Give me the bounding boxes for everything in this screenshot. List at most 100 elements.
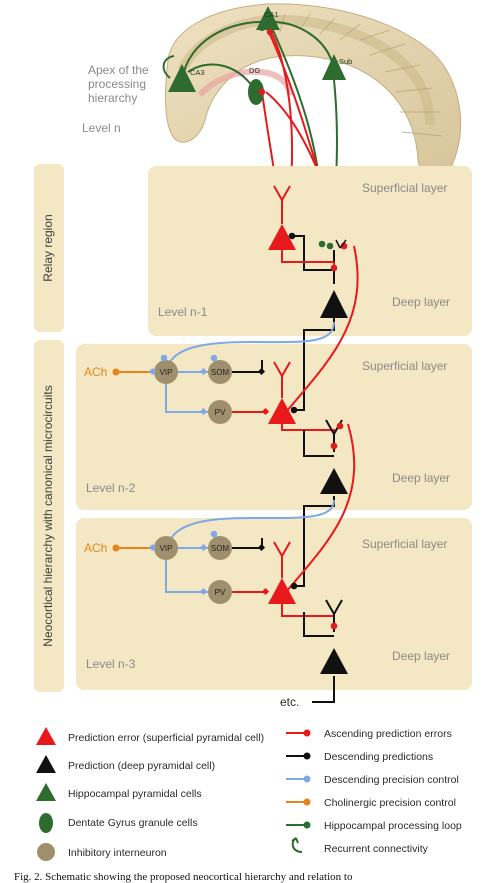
neocortical-side-label: Neocortical hierarchy with canonical mic… xyxy=(41,385,55,646)
n3-red-dot-deep xyxy=(330,622,338,630)
n2-blue-diamond-pv xyxy=(199,407,208,416)
apex-label: Apex of the processing hierarchy xyxy=(88,63,152,105)
n3-ach-dot xyxy=(112,544,120,552)
n3-som-label: SOM xyxy=(211,544,230,553)
level-n2-deep: Deep layer xyxy=(392,471,450,485)
legend-green-dot-icon xyxy=(303,821,311,829)
level-n1-name: Level n-1 xyxy=(158,305,208,319)
legend-right-label-4: Hippocampal processing loop xyxy=(324,820,462,832)
n3-blue-dot-som xyxy=(210,530,218,538)
n2-red-ascending xyxy=(285,245,359,413)
n3-vip-label: VIP xyxy=(160,544,173,553)
level-n3-superficial: Superficial layer xyxy=(362,537,447,551)
level-n1-superficial: Superficial layer xyxy=(362,181,447,195)
n1-blue-down xyxy=(169,321,335,363)
n2-black-diamond xyxy=(257,367,266,376)
legend-left-label-1: Prediction (deep pyramidal cell) xyxy=(68,760,215,772)
ca1-red-dot xyxy=(266,28,274,36)
n2-superficial-pyramidal xyxy=(268,398,296,424)
legend-red-dot-icon xyxy=(303,729,311,737)
figure-caption: Fig. 2. Schematic showing the proposed n… xyxy=(14,871,353,883)
n3-black-etc xyxy=(312,676,335,703)
legend-left-label-4: Inhibitory interneuron xyxy=(68,847,167,859)
apex-line-1: Apex of the xyxy=(88,63,149,77)
level-n1-deep: Deep layer xyxy=(392,295,450,309)
ca3-pyramidal-cell xyxy=(168,64,196,92)
legend-right-label-3: Cholinergic precision control xyxy=(324,797,456,809)
n3-red-dendrite xyxy=(273,541,291,578)
n2-blue-down xyxy=(169,499,335,541)
n3-blue-diamond-vip xyxy=(148,543,157,552)
legend-right-label-5: Recurrent connectivity xyxy=(324,843,429,855)
legend-red-triangle-icon xyxy=(36,727,56,745)
n2-red-dot-deep xyxy=(330,442,338,450)
n1-red-dendrite xyxy=(273,185,291,224)
legend-green-ellipse-icon xyxy=(39,813,53,833)
hippocampus-inner-band xyxy=(177,14,435,126)
dg-red-dot xyxy=(258,88,266,96)
n2-som-label: SOM xyxy=(211,368,230,377)
legend-left-label-3: Dentate Gyrus granule cells xyxy=(68,817,198,829)
ca3-label: CA3 xyxy=(190,68,205,77)
apex-line-3: hierarchy xyxy=(88,91,137,105)
hippocampal-cells: CA1 CA3 DG Sub xyxy=(162,6,352,105)
n3-vip-cell xyxy=(154,536,178,560)
n3-blue-diamond-pv xyxy=(199,587,208,596)
legend-black-triangle-icon xyxy=(36,755,56,773)
legend-orange-dot-icon xyxy=(303,798,311,806)
n2-pv-label: PV xyxy=(215,408,226,417)
level-n2-panel xyxy=(76,344,472,510)
n2-red-dot-tuft xyxy=(336,422,344,430)
level-n3-name: Level n-3 xyxy=(86,657,136,671)
n2-red-diamond xyxy=(261,407,270,416)
n3-superficial-pyramidal xyxy=(268,578,296,604)
ca3-recurrent-arrow xyxy=(162,55,175,79)
apex-line-2: processing xyxy=(88,77,146,91)
hippocampus-illustration xyxy=(164,3,462,179)
legend-right-label-2: Descending precision control xyxy=(324,774,459,786)
n3-ach-label: ACh xyxy=(84,541,107,555)
level-n2-name: Level n-2 xyxy=(86,481,136,495)
n3-som-cell xyxy=(208,536,232,560)
legend-black-dot-icon xyxy=(303,752,311,760)
ca1-label: CA1 xyxy=(264,10,279,19)
legend-blue-dot-icon xyxy=(303,775,311,783)
n2-deep-pyramidal xyxy=(320,468,348,494)
loop-ca1-sub xyxy=(271,21,333,63)
legend-tan-circle-icon xyxy=(37,843,55,861)
ca1-pyramidal-cell xyxy=(256,6,280,30)
n2-red-dendrite xyxy=(273,361,291,398)
n3-black-loop xyxy=(303,612,334,637)
n2-som-cell xyxy=(208,360,232,384)
n2-blue-diamond-vip xyxy=(148,367,157,376)
n2-blue-dot-vip xyxy=(160,354,168,362)
legend-recurrent-arrow-icon xyxy=(291,837,303,853)
n3-red-diamond xyxy=(261,587,270,596)
n2-black-loop xyxy=(303,430,334,457)
relay-side-panel xyxy=(34,164,64,332)
n3-pv-cell xyxy=(208,580,232,604)
n1-superficial-pyramidal xyxy=(268,224,296,250)
legend-left-label-0: Prediction error (superficial pyramidal … xyxy=(68,732,264,744)
n2-blue-diamond-som xyxy=(199,367,208,376)
sub-label: Sub xyxy=(339,57,352,66)
legend-right-label-1: Descending predictions xyxy=(324,751,433,763)
loop-ca3-ca1 xyxy=(181,20,269,81)
n2-vip-cell xyxy=(154,360,178,384)
level-n2-superficial: Superficial layer xyxy=(362,359,447,373)
legend-right-label-0: Ascending prediction errors xyxy=(324,728,452,740)
n1-deep-pyramidal xyxy=(320,290,348,318)
legend-green-triangle-icon xyxy=(36,783,56,801)
n3-black-diamond xyxy=(257,543,266,552)
n1-red-dot-deep xyxy=(330,264,338,272)
hippocampus-level-label: Level n xyxy=(82,121,121,135)
n2-blue-dot-som xyxy=(210,354,218,362)
n3-black-dot-sup xyxy=(290,582,298,590)
n1-green-dot-1 xyxy=(318,240,326,248)
level-n3-deep: Deep layer xyxy=(392,649,450,663)
n1-green-dot-2 xyxy=(326,242,334,250)
n1-black-dot xyxy=(288,232,296,240)
n3-blue-vip-pv xyxy=(165,556,208,593)
legend-left-label-2: Hippocampal pyramidal cells xyxy=(68,788,202,800)
